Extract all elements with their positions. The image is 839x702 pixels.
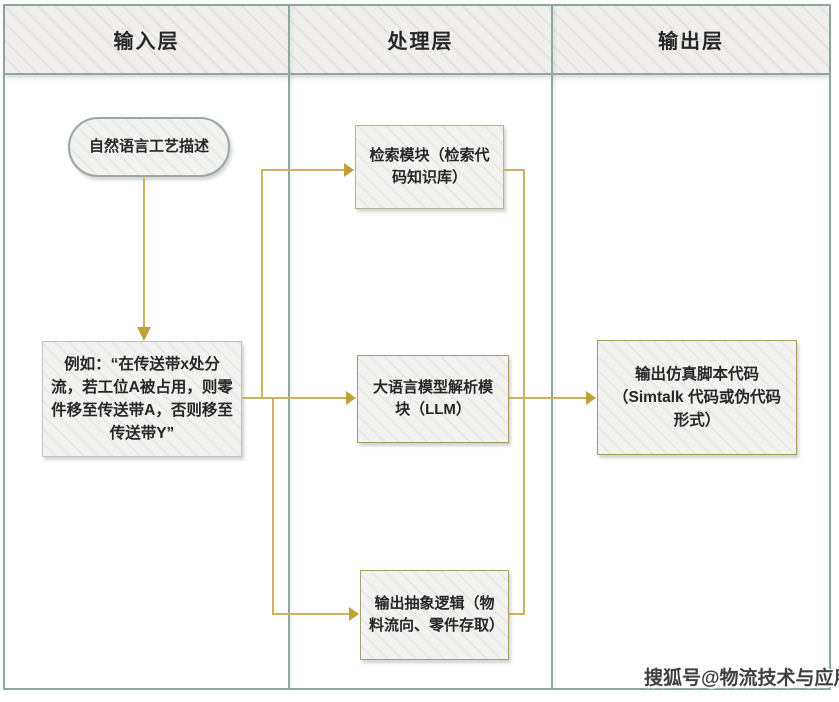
node-simulation-code-output-label: 输出仿真脚本代码（Simtalk 代码或伪代码形式） <box>613 365 781 430</box>
node-example-description-label: 例如：“在传送带x处分流，若工位A被占用，则零件移至传送带A，否则移至传送带Y” <box>51 355 233 443</box>
lane-header-band <box>5 6 829 75</box>
node-llm-module-label: 大语言模型解析模块（LLM） <box>372 378 493 419</box>
node-retrieval-module: 检索模块（检索代码知识库） <box>355 125 504 209</box>
node-natural-language-input-label: 自然语言工艺描述 <box>88 137 209 155</box>
lane-divider-2 <box>551 6 553 690</box>
node-natural-language-input: 自然语言工艺描述 <box>68 117 230 177</box>
node-simulation-code-output: 输出仿真脚本代码（Simtalk 代码或伪代码形式） <box>597 340 797 455</box>
lane-divider-1 <box>288 6 290 690</box>
lane-title-output: 输出层 <box>658 31 724 53</box>
node-example-description: 例如：“在传送带x处分流，若工位A被占用，则零件移至传送带A，否则移至传送带Y” <box>42 341 242 457</box>
node-abstract-logic: 输出抽象逻辑（物料流向、零件存取） <box>360 570 509 660</box>
node-retrieval-module-label: 检索模块（检索代码知识库） <box>369 146 490 187</box>
watermark-text: 搜狐号@物流技术与应用 <box>644 668 839 689</box>
lane-title-processing: 处理层 <box>387 31 454 53</box>
node-abstract-logic-label: 输出抽象逻辑（物料流向、零件存取） <box>369 594 505 635</box>
lane-title-input: 输入层 <box>113 31 180 53</box>
node-llm-module: 大语言模型解析模块（LLM） <box>357 355 509 443</box>
